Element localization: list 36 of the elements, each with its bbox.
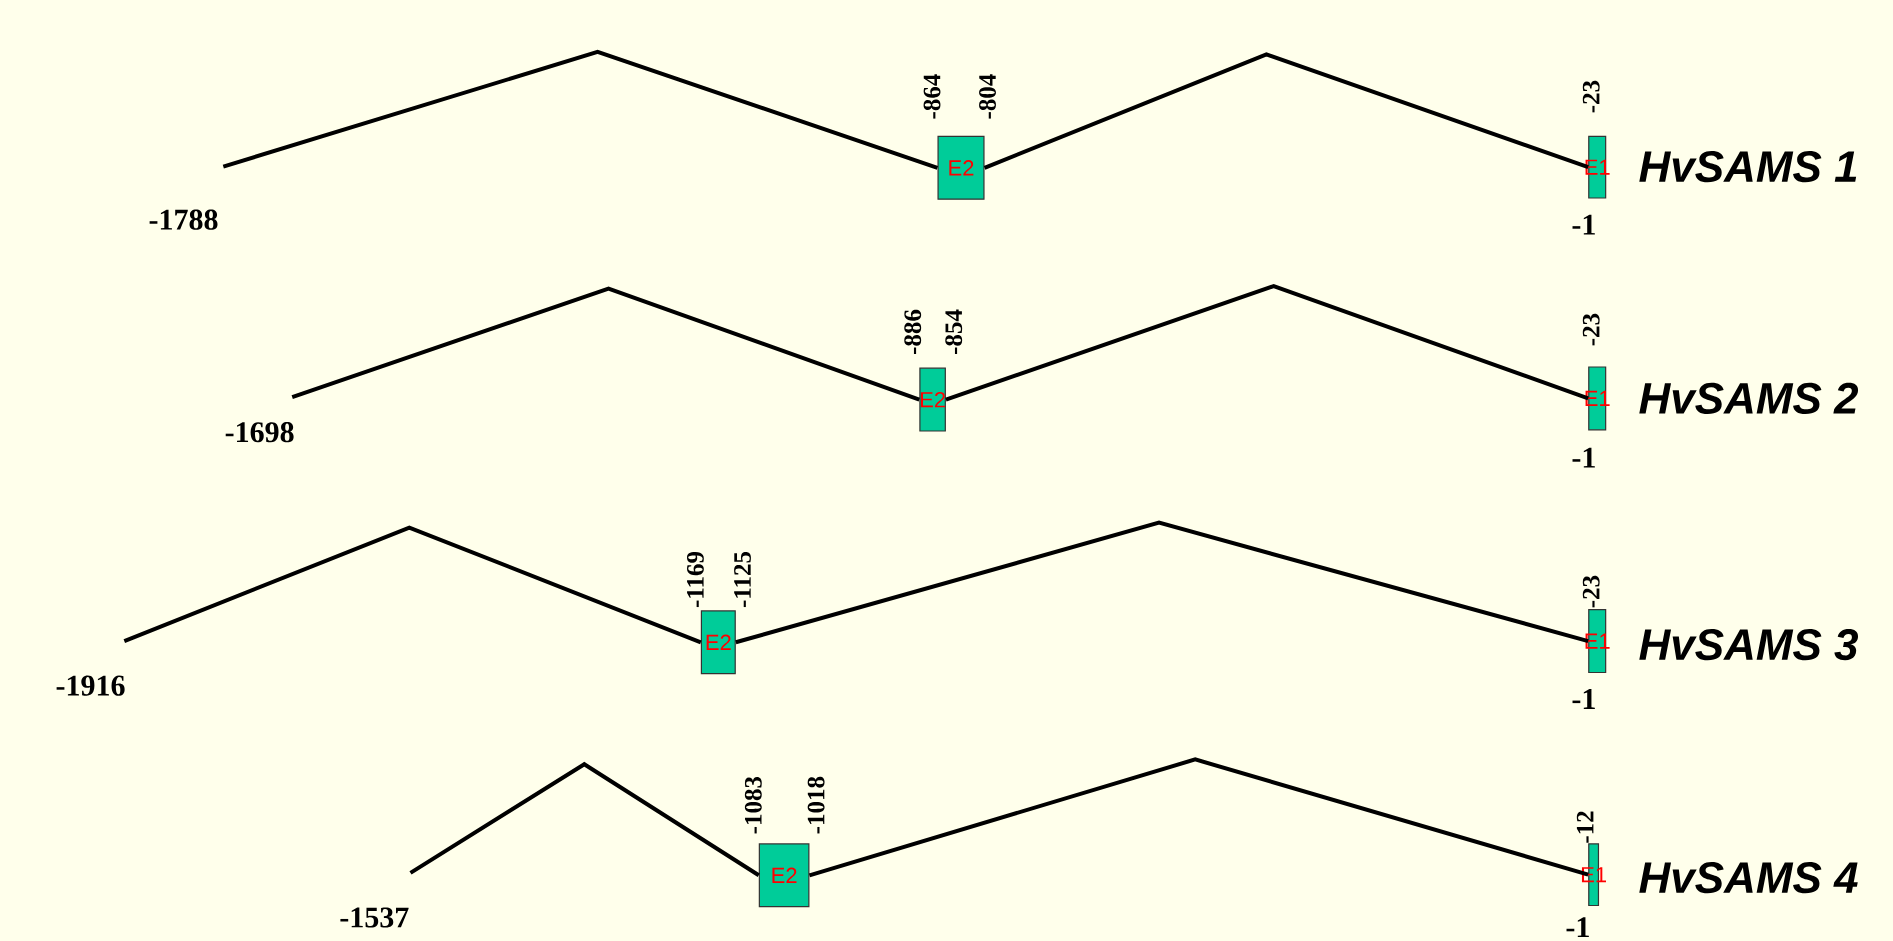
- exon-box: E2: [758, 843, 810, 908]
- position-number: -1: [1572, 214, 1595, 235]
- exon-box: E2: [700, 610, 736, 675]
- intron-line: [945, 283, 1589, 402]
- position-number: -1018: [807, 776, 825, 834]
- intron-line: [983, 52, 1589, 170]
- gene-name: HvSAMS 3: [1639, 629, 1859, 661]
- intron-line: [808, 757, 1589, 878]
- position-number: -1125: [734, 551, 751, 608]
- position-number: -854: [945, 309, 963, 354]
- position-number: -23: [1582, 575, 1600, 608]
- position-number: -12: [1576, 811, 1594, 843]
- position-number: -864: [923, 74, 941, 119]
- position-number: -1: [1572, 447, 1595, 468]
- position-number: -23: [1582, 313, 1600, 346]
- start-position: -1698: [225, 422, 294, 443]
- intron-line: [291, 286, 920, 402]
- start-position: -1916: [56, 675, 125, 696]
- position-number: -886: [904, 309, 922, 354]
- gene-name: HvSAMS 1: [1639, 151, 1857, 183]
- start-position: -1788: [149, 209, 218, 230]
- intron-line: [735, 520, 1589, 645]
- gene-name: HvSAMS 4: [1639, 862, 1858, 894]
- position-number: -804: [979, 74, 996, 119]
- position-number: -23: [1582, 80, 1600, 113]
- position-number: -1: [1572, 689, 1595, 709]
- gene-name: HvSAMS 2: [1639, 382, 1859, 414]
- start-position: -1537: [340, 907, 409, 928]
- intron-line: [222, 49, 939, 170]
- position-number: -1083: [744, 776, 762, 834]
- intron-line: [123, 525, 702, 645]
- exon-box: E2: [937, 135, 985, 200]
- intron-line: [409, 761, 760, 877]
- position-number: -1: [1566, 917, 1589, 938]
- position-number: -1169: [687, 551, 704, 608]
- exon-box: E2: [919, 367, 946, 432]
